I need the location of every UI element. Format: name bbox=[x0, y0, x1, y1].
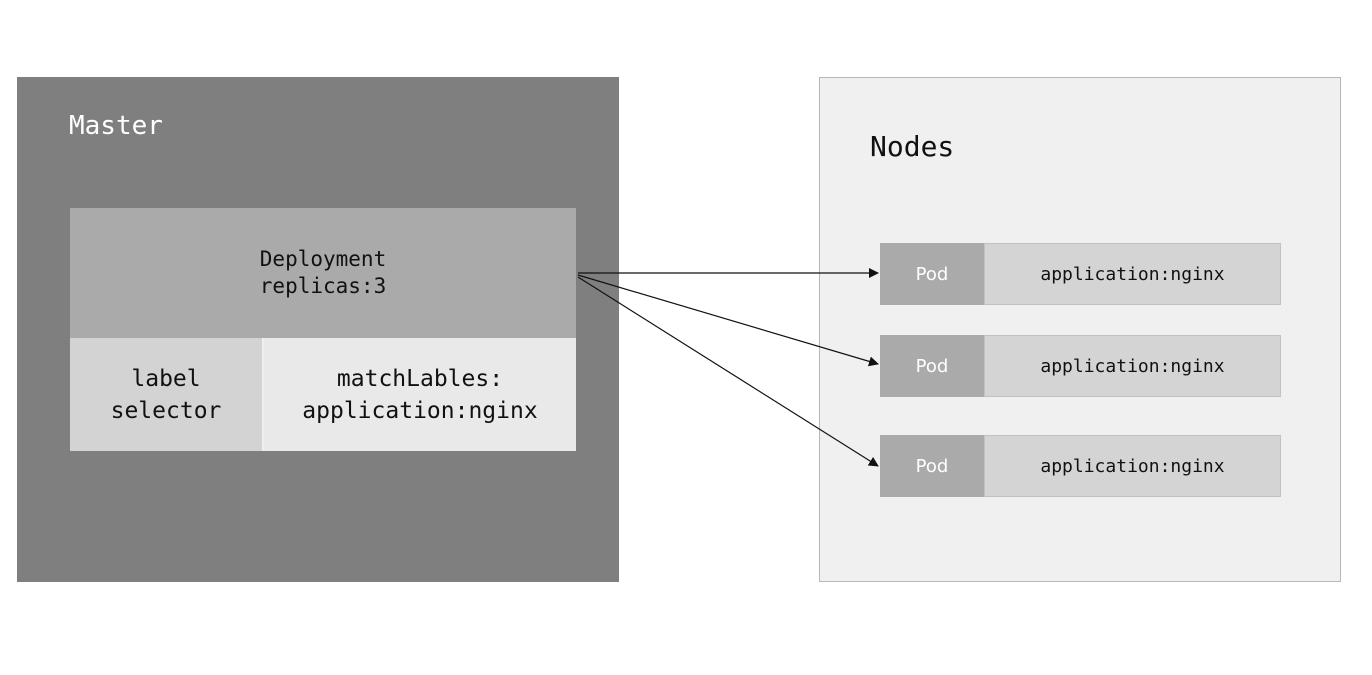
deployment-label: Deployment bbox=[259, 247, 387, 271]
deployment-box: Deployment replicas:3 bbox=[70, 208, 576, 338]
pod-row: Pod application:nginx bbox=[880, 335, 1281, 397]
pod-row: Pod application:nginx bbox=[880, 435, 1281, 497]
pod-name: Pod bbox=[880, 243, 984, 305]
label-selector-line2: selector bbox=[110, 397, 222, 424]
pod-name: Pod bbox=[880, 335, 984, 397]
pod-label: application:nginx bbox=[984, 335, 1281, 397]
pod-label: application:nginx bbox=[984, 243, 1281, 305]
nodes-panel: Nodes Pod application:nginx Pod applicat… bbox=[819, 77, 1341, 582]
deployment-replicas: replicas:3 bbox=[259, 274, 387, 298]
label-selector-line1: label bbox=[131, 365, 201, 392]
pod-row: Pod application:nginx bbox=[880, 243, 1281, 305]
match-labels-box: matchLables: application:nginx bbox=[262, 338, 576, 451]
match-labels-value: application:nginx bbox=[302, 397, 538, 424]
selector-row: label selector matchLables: application:… bbox=[70, 338, 576, 451]
master-title: Master bbox=[69, 111, 163, 141]
pod-label: application:nginx bbox=[984, 435, 1281, 497]
label-selector-box: label selector bbox=[70, 338, 262, 451]
master-panel: Master Deployment replicas:3 label selec… bbox=[17, 77, 619, 582]
match-labels-key: matchLables: bbox=[336, 365, 504, 392]
nodes-title: Nodes bbox=[870, 130, 955, 163]
pod-name: Pod bbox=[880, 435, 984, 497]
